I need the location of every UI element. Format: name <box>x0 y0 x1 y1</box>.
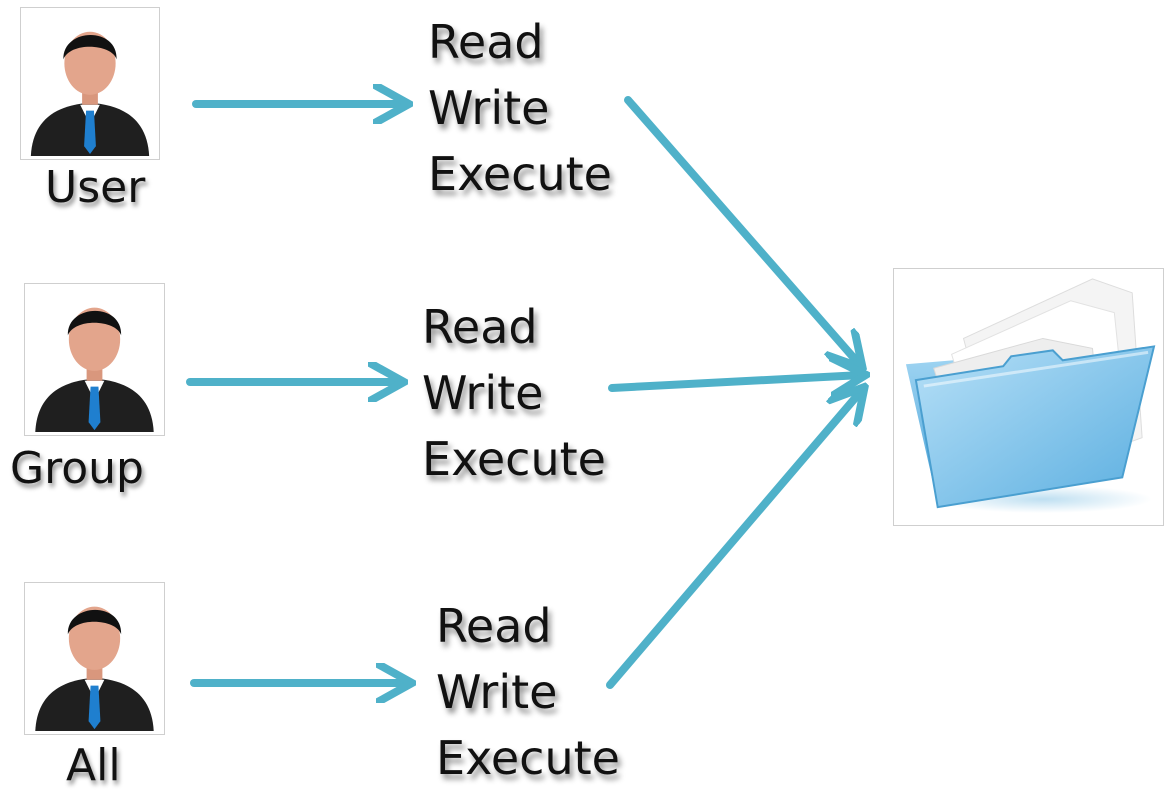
arrow-user-permissions-to-folder <box>624 96 860 365</box>
permissions-group: Read Write Execute <box>422 294 606 492</box>
permission-read: Read <box>436 599 552 653</box>
role-label-group: Group <box>10 443 144 494</box>
arrow-group-permissions-to-folder <box>608 375 862 388</box>
permission-read: Read <box>422 300 538 354</box>
permission-write: Write <box>422 366 544 420</box>
role-label-all: All <box>66 740 121 791</box>
user-avatar <box>20 7 160 160</box>
permissions-user: Read Write Execute <box>428 9 612 207</box>
permission-execute: Execute <box>428 147 612 201</box>
permission-read: Read <box>428 15 544 69</box>
permission-execute: Execute <box>436 731 620 785</box>
role-label-user: User <box>45 162 146 213</box>
permission-execute: Execute <box>422 432 606 486</box>
permission-write: Write <box>436 665 558 719</box>
group-avatar <box>24 283 165 436</box>
person-icon <box>30 31 150 156</box>
all-avatar <box>24 582 165 735</box>
folder-icon <box>905 278 1156 514</box>
person-icon <box>35 307 154 433</box>
permission-write: Write <box>428 81 550 135</box>
arrow-all-permissions-to-folder <box>606 390 862 689</box>
folder-box <box>893 268 1164 526</box>
person-icon <box>35 606 154 732</box>
permissions-all: Read Write Execute <box>436 593 620 791</box>
